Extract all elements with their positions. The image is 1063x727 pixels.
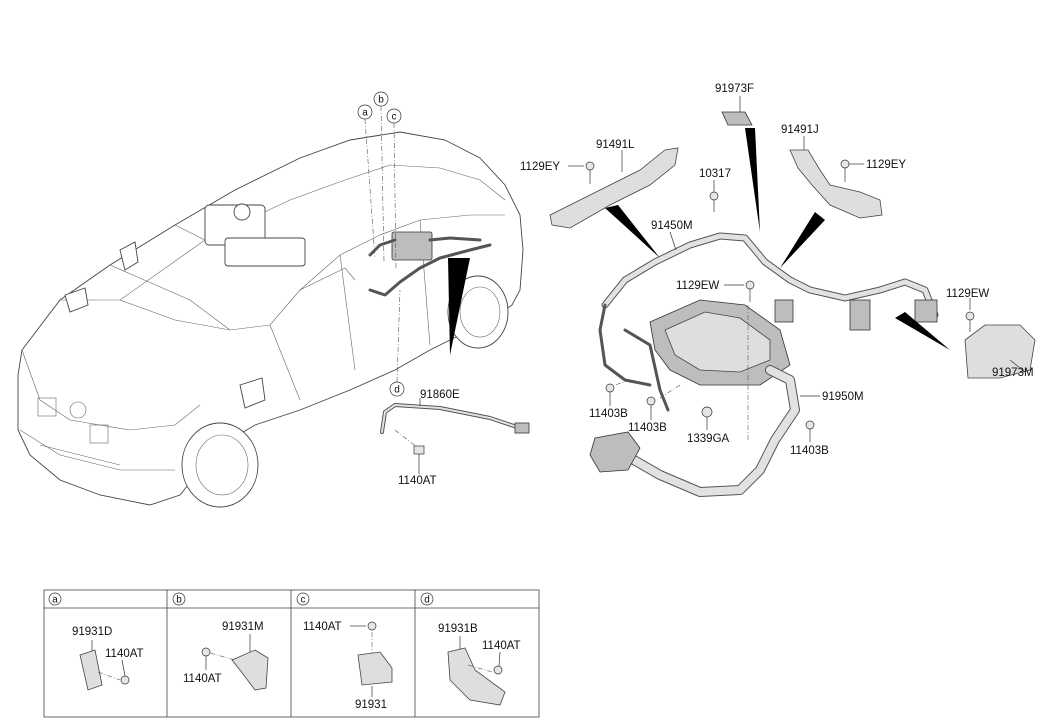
callout-wedge-91973f <box>745 128 760 232</box>
label-91860e: 91860E <box>420 389 460 401</box>
bolt-icon <box>413 445 425 466</box>
nut-1339ga <box>701 406 713 430</box>
detail-d-part: 91931B <box>438 623 478 635</box>
part-91973f <box>721 96 753 126</box>
detail-a-bolt: 1140AT <box>105 648 144 660</box>
cable-91860e <box>380 398 530 474</box>
bolt-11403b-2 <box>646 396 656 420</box>
part-91450m <box>598 231 939 412</box>
label-11403b-2: 11403B <box>628 422 667 434</box>
label-1129ey-left: 1129EY <box>520 161 560 173</box>
part-91491l <box>549 147 679 229</box>
detail-c-bolt: 1140AT <box>303 621 342 633</box>
label-91973m: 91973M <box>992 367 1034 379</box>
label-91950m: 91950M <box>822 391 864 403</box>
detail-b-bolt: 1140AT <box>183 673 222 685</box>
detail-d-bolt: 1140AT <box>482 640 521 652</box>
marker-a-label: a <box>362 108 368 119</box>
label-91491l: 91491L <box>596 139 635 151</box>
detail-c-part: 91931 <box>355 699 387 711</box>
label-1339ga: 1339GA <box>687 433 730 445</box>
bolt-1129ey-right <box>840 159 864 182</box>
bolt-11403b-1 <box>605 383 615 406</box>
part-91491j <box>789 136 883 219</box>
bolt-1129ey-left <box>568 161 595 184</box>
detail-c-letter: c <box>301 595 306 606</box>
label-91973f: 91973F <box>715 83 754 95</box>
vehicle-location-markers: a b c d <box>357 91 405 397</box>
bolt-10317 <box>709 180 719 212</box>
part-91973m <box>964 324 1036 379</box>
marker-d-label: d <box>394 385 400 396</box>
label-1129ew-right: 1129EW <box>946 288 989 300</box>
part-onboard-charger <box>614 299 791 440</box>
bolt-1129ew-right <box>965 298 975 332</box>
detail-table: a b c d 91931D 1140AT 91931M 1140AT 1140… <box>43 589 540 718</box>
marker-c-label: c <box>392 112 397 123</box>
part-91950m <box>589 365 820 497</box>
label-1129ey-right: 1129EY <box>866 159 906 171</box>
callout-wedge-91491j <box>780 212 825 268</box>
bolt-11403b-3 <box>805 420 815 442</box>
label-10317: 10317 <box>699 168 731 180</box>
detail-a-letter: a <box>52 595 58 606</box>
label-91491j: 91491J <box>781 124 819 136</box>
marker-b-label: b <box>378 95 384 106</box>
callout-wedge-91491l <box>605 205 660 258</box>
label-11403b-3: 11403B <box>790 445 829 457</box>
label-1140at: 1140AT <box>398 475 437 487</box>
detail-d-letter: d <box>424 595 430 606</box>
detail-a-part: 91931D <box>72 626 112 638</box>
vehicle-illustration <box>17 131 524 508</box>
detail-b-part: 91931M <box>222 621 264 633</box>
callout-wedge-91973m <box>895 312 950 350</box>
label-1129ew-mid: 1129EW <box>676 280 719 292</box>
label-11403b-1: 11403B <box>589 408 628 420</box>
label-91450m: 91450M <box>651 220 693 232</box>
bolt-1129ew-mid <box>724 280 755 302</box>
callout-wedge-car <box>448 258 470 355</box>
detail-b-letter: b <box>176 595 182 606</box>
